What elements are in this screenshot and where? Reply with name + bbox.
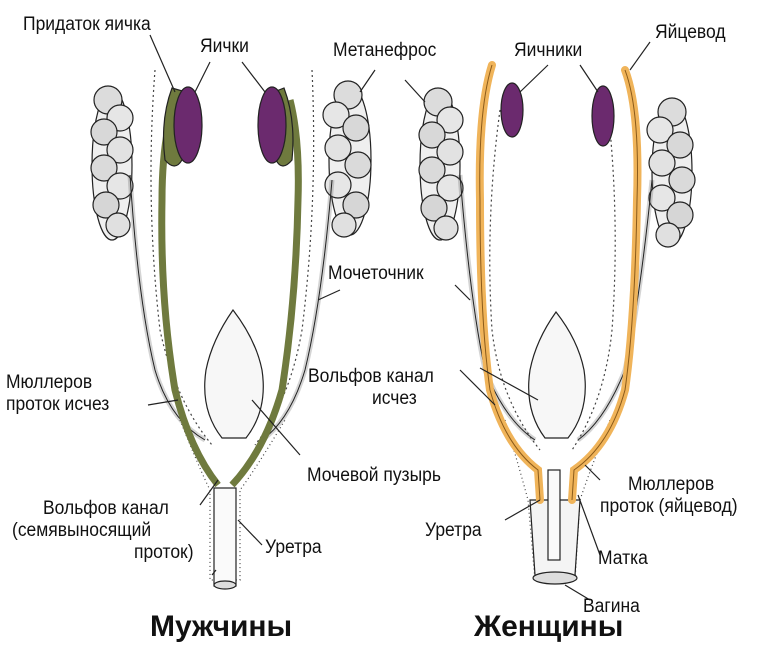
label-wolffian-gone-line2: исчез (372, 388, 417, 409)
female-bladder (529, 312, 586, 438)
label-urethra-female: Уретра (425, 520, 482, 541)
male-bladder (205, 310, 264, 438)
label-mullerian-female-line2: проток (яйцевод) (600, 496, 738, 517)
label-mullerian-female-line1: Мюллеров (628, 474, 714, 495)
female-right-ureter (578, 180, 652, 440)
female-left-ureter (460, 175, 535, 440)
label-ureter: Мочеточник (328, 263, 424, 284)
label-ovaries: Яичники (514, 40, 582, 61)
label-wolffian-gone-line1: Вольфов канал (308, 366, 434, 387)
female-ovary-left (501, 83, 523, 137)
male-left-kidney (91, 86, 133, 240)
label-wolffian-male-line1: Вольфов канал (43, 498, 169, 519)
male-testis-left (174, 87, 202, 163)
female-left-kidney (419, 88, 463, 240)
label-wolffian-male-line2: (семявыносящий (12, 520, 151, 541)
label-wolffian-male-line3: проток) (134, 542, 194, 563)
label-mullerian-gone-line2: проток исчез (6, 394, 109, 415)
label-testes: Яички (200, 36, 249, 57)
female-ovary-right (592, 86, 614, 146)
label-metanephros: Метанефрос (333, 40, 436, 61)
label-uterus: Матка (598, 548, 648, 569)
female-right-kidney (647, 98, 695, 247)
caption-male: Мужчины (150, 610, 292, 644)
male-urethra (214, 488, 236, 586)
label-oviduct: Яйцевод (655, 22, 726, 43)
label-epididymis: Придаток яичка (23, 14, 151, 35)
female-urethra (548, 470, 560, 560)
label-urethra-male: Уретра (265, 537, 322, 558)
label-mullerian-gone-line1: Мюллеров (6, 372, 92, 393)
caption-female: Женщины (474, 610, 623, 644)
male-testis-right (258, 87, 286, 163)
label-bladder: Мочевой пузырь (307, 465, 441, 486)
